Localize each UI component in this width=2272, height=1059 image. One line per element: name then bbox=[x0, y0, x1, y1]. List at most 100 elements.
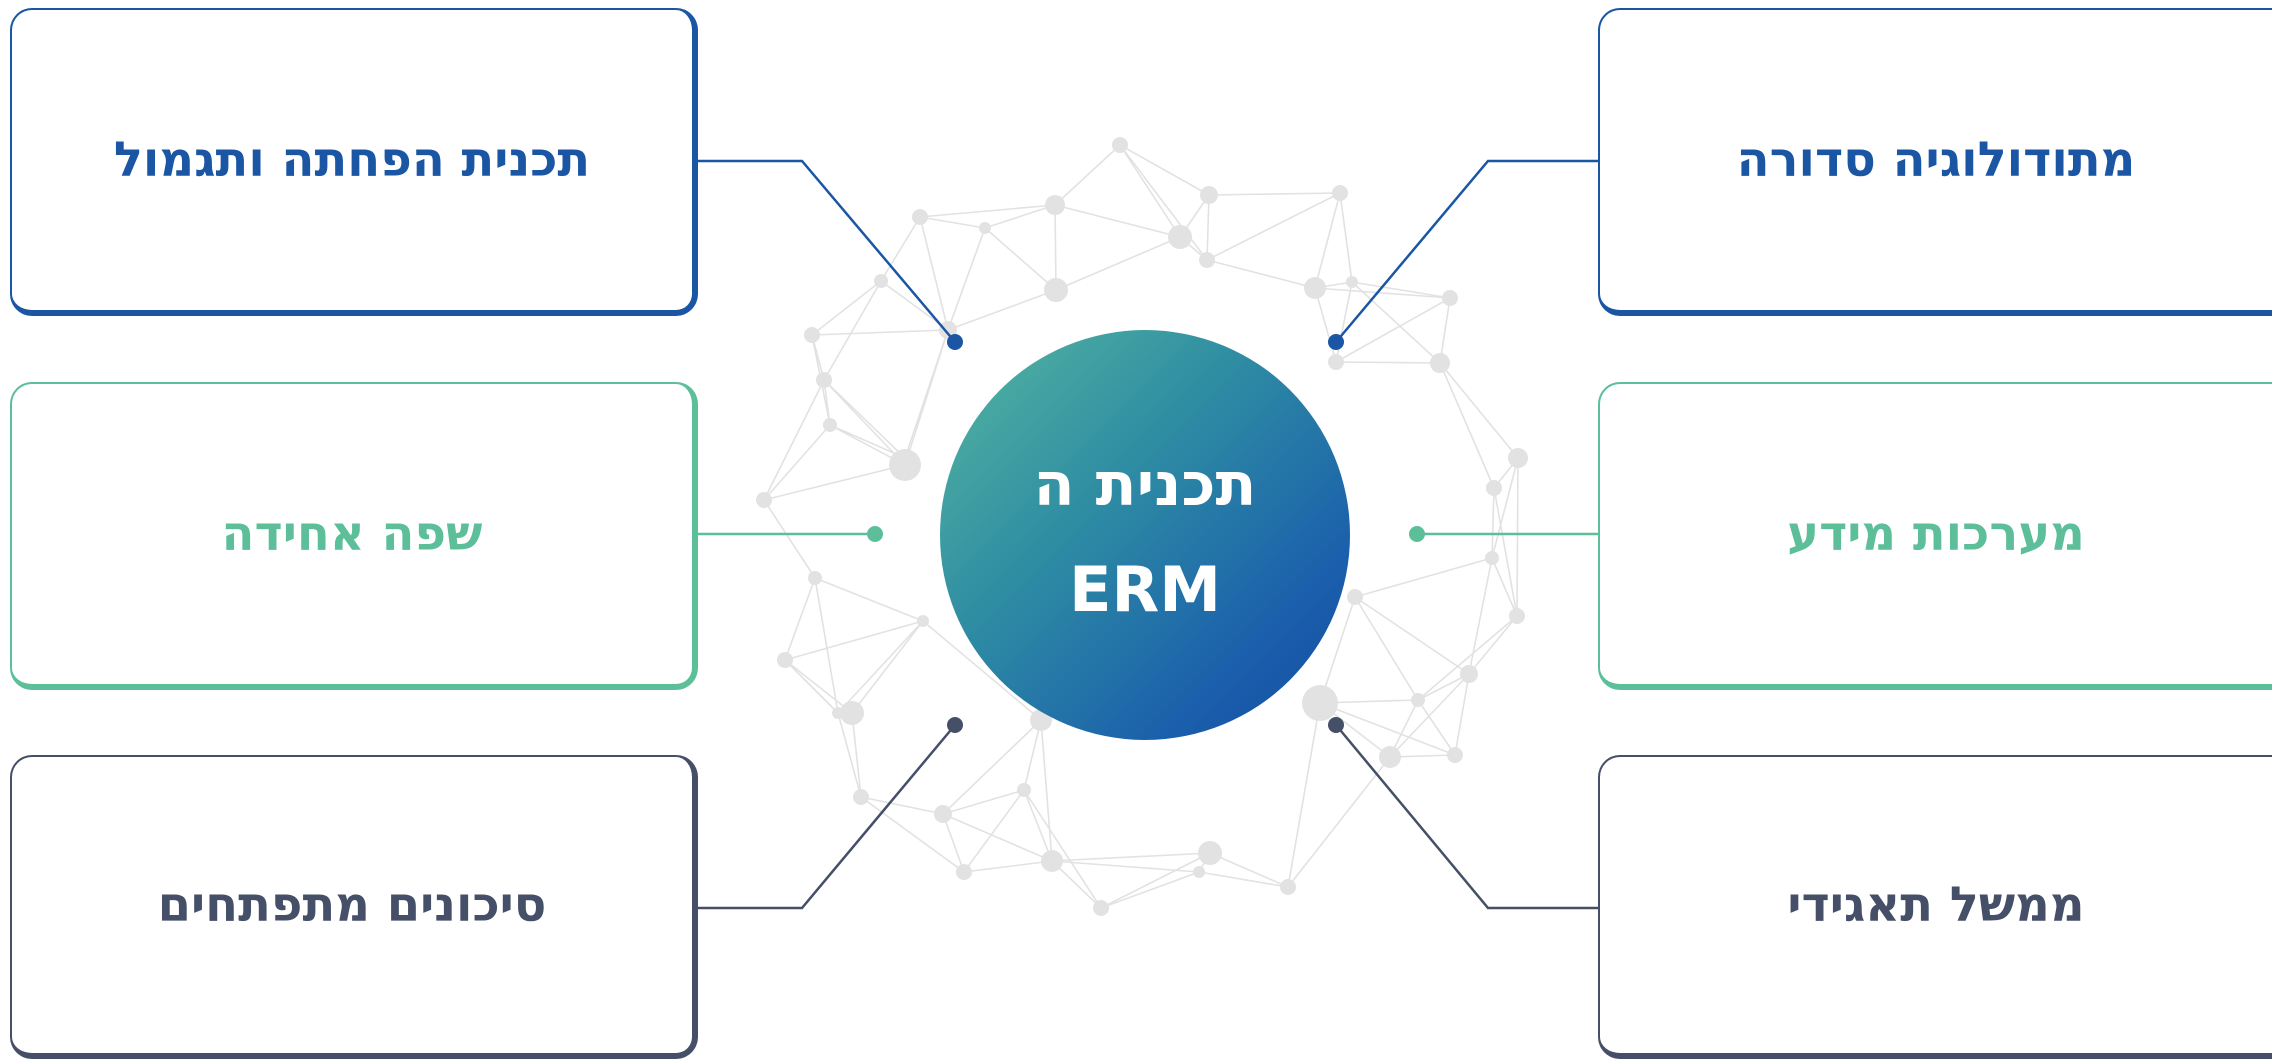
network-edge bbox=[784, 577, 816, 661]
network-edge bbox=[1198, 871, 1289, 888]
network-edge bbox=[1119, 144, 1181, 238]
box-label: שפה אחידה bbox=[221, 506, 483, 562]
network-edge bbox=[829, 424, 906, 459]
network-node bbox=[956, 864, 972, 880]
network-node bbox=[808, 571, 822, 585]
network-edge bbox=[947, 289, 1057, 331]
network-node bbox=[1379, 746, 1401, 768]
network-node bbox=[1442, 290, 1458, 306]
network-node bbox=[1200, 186, 1218, 204]
network-node bbox=[917, 615, 929, 627]
network-node bbox=[899, 452, 911, 464]
network-edge bbox=[1339, 192, 1353, 283]
network-edge bbox=[1439, 297, 1451, 364]
network-edge bbox=[1023, 719, 1042, 791]
center-circle: תכנית ה ERM bbox=[940, 330, 1350, 740]
network-edge bbox=[1516, 457, 1519, 617]
network-node bbox=[832, 707, 844, 719]
network-edge bbox=[919, 204, 1056, 218]
network-node bbox=[934, 805, 952, 823]
box-label: מערכות מידע bbox=[1787, 506, 2085, 562]
network-edge bbox=[1314, 287, 1337, 363]
network-edge bbox=[1439, 362, 1519, 459]
box-corporate-governance: ממשל תאגידי bbox=[1598, 755, 2272, 1059]
network-node bbox=[1460, 665, 1478, 683]
network-node bbox=[777, 652, 793, 668]
network-edge bbox=[1354, 596, 1470, 675]
network-edge bbox=[1335, 361, 1441, 364]
network-edge bbox=[942, 789, 1025, 815]
network-node bbox=[756, 492, 772, 508]
network-edge bbox=[984, 227, 1057, 291]
network-edge bbox=[1054, 204, 1057, 291]
network-edge bbox=[1314, 287, 1451, 299]
network-node bbox=[853, 789, 869, 805]
network-edge bbox=[823, 379, 906, 466]
network-edge bbox=[784, 659, 839, 714]
network-node bbox=[979, 222, 991, 234]
network-edge bbox=[1417, 673, 1470, 701]
network-node bbox=[874, 274, 888, 288]
network-node bbox=[1347, 589, 1363, 605]
network-edge bbox=[1119, 144, 1210, 196]
network-edge bbox=[763, 424, 831, 501]
network-edge bbox=[1454, 673, 1470, 756]
network-edge bbox=[942, 813, 965, 873]
network-node bbox=[1017, 783, 1031, 797]
network-edge bbox=[763, 379, 825, 501]
network-edge bbox=[1468, 615, 1518, 675]
network-node bbox=[1430, 353, 1450, 373]
network-edge bbox=[919, 216, 986, 229]
network-edge bbox=[1206, 194, 1210, 261]
network-edge bbox=[1354, 596, 1419, 701]
network-edge bbox=[1023, 789, 1053, 862]
network-edge bbox=[851, 712, 862, 798]
network-edge bbox=[963, 860, 1053, 873]
connector-right-middle-dot bbox=[1409, 526, 1425, 542]
network-edge bbox=[1493, 487, 1518, 617]
box-label: סיכונים מתפתחים bbox=[157, 877, 547, 933]
network-edge bbox=[904, 329, 949, 459]
network-node bbox=[804, 327, 820, 343]
network-edge bbox=[1389, 673, 1470, 758]
network-edge bbox=[1206, 192, 1341, 261]
network-edge bbox=[1051, 852, 1211, 862]
network-edge bbox=[1287, 756, 1391, 888]
network-edge bbox=[860, 796, 944, 815]
network-node bbox=[889, 449, 921, 481]
network-edge bbox=[1023, 789, 1102, 909]
network-node bbox=[1328, 354, 1344, 370]
network-edge bbox=[1335, 297, 1451, 363]
network-node bbox=[1485, 551, 1499, 565]
box-label: ממשל תאגידי bbox=[1787, 877, 2085, 933]
connector-right-bottom-dot bbox=[1328, 717, 1344, 733]
network-edge bbox=[1319, 596, 1356, 704]
network-edge bbox=[763, 499, 816, 579]
network-edge bbox=[880, 216, 921, 282]
network-edge bbox=[1417, 699, 1456, 756]
network-edge bbox=[1417, 615, 1518, 701]
network-edge bbox=[784, 620, 924, 661]
network-edge bbox=[763, 464, 906, 501]
network-edge bbox=[1054, 144, 1121, 206]
network-edge bbox=[823, 280, 882, 381]
network-edge bbox=[1354, 557, 1493, 598]
connector-right-top-dot bbox=[1328, 334, 1344, 350]
network-node bbox=[1044, 278, 1068, 302]
network-node bbox=[1302, 685, 1338, 721]
network-node bbox=[1304, 277, 1326, 299]
network-edge bbox=[984, 204, 1056, 229]
network-node bbox=[1168, 225, 1192, 249]
network-edge bbox=[1491, 457, 1519, 559]
network-node bbox=[1112, 137, 1128, 153]
connector-left-bottom-line bbox=[698, 724, 956, 910]
box-structured-methodology: מתודולוגיה סדורה bbox=[1598, 8, 2272, 316]
network-node bbox=[816, 372, 832, 388]
network-node bbox=[1193, 866, 1205, 878]
network-edge bbox=[837, 620, 924, 714]
network-edge bbox=[1206, 259, 1316, 289]
network-edge bbox=[1040, 719, 1053, 862]
network-edge bbox=[1351, 281, 1451, 299]
